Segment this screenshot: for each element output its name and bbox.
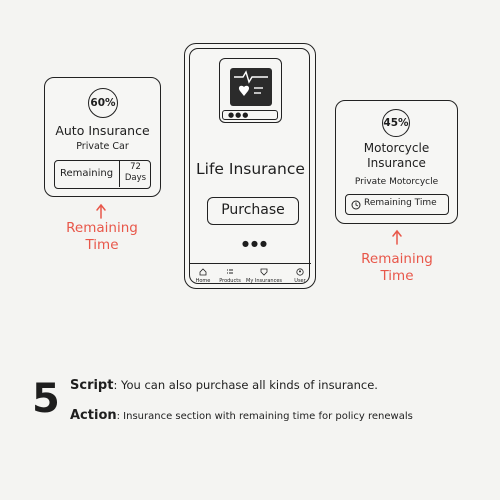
- laptop-illustration: ●●●: [219, 58, 282, 123]
- laptop-base: [222, 110, 278, 120]
- action-text: : Insurance section with remaining time …: [116, 411, 413, 422]
- auto-remaining-label: Remaining: [60, 168, 114, 179]
- phone-inner-screen: ●●● Life Insurance Purchase ●●● Home Pro…: [189, 48, 311, 286]
- auto-remaining-box: Remaining 72 Days: [54, 160, 151, 189]
- script-text: : You can also purchase all kinds of ins…: [113, 378, 378, 392]
- phone-mockup: ●●● Life Insurance Purchase ●●● Home Pro…: [184, 43, 316, 289]
- moto-percent-text: 45%: [383, 117, 409, 129]
- action-line: Action: Insurance section with remaining…: [70, 408, 413, 423]
- nav-item-home[interactable]: Home: [183, 268, 223, 284]
- nav-label-home: Home: [195, 278, 211, 284]
- moto-annotation-line2: Time: [380, 268, 414, 284]
- nav-label-products: Products: [219, 278, 241, 284]
- home-icon: [199, 268, 207, 276]
- nav-label-user: User: [294, 278, 306, 284]
- auto-annotation: Remaining Time: [52, 220, 152, 254]
- auto-days-unit: Days: [124, 173, 147, 183]
- bottom-nav: Home Products My Insurances User: [190, 263, 311, 286]
- auto-annotation-line1: Remaining: [66, 220, 138, 236]
- purchase-button[interactable]: Purchase: [207, 197, 299, 225]
- nav-item-user[interactable]: User: [280, 268, 320, 284]
- user-icon: [296, 268, 304, 276]
- more-dots-icon: ●●●: [242, 239, 269, 248]
- laptop-dots: ●●●: [228, 111, 250, 119]
- auto-remaining-divider: [119, 161, 121, 187]
- auto-annotation-arrow: [96, 203, 106, 219]
- script-line: Script: You can also purchase all kinds …: [70, 378, 378, 393]
- shield-icon: [260, 268, 268, 276]
- nav-label-my-insurances: My Insurances: [246, 278, 282, 284]
- auto-days-value: 72 Days: [120, 162, 151, 184]
- moto-remaining-box: Remaining Time: [345, 194, 449, 215]
- heartbeat-heart-icon: [234, 70, 268, 96]
- moto-title: Motorcycle Insurance: [336, 141, 457, 171]
- auto-title: Auto Insurance: [55, 123, 150, 138]
- script-label: Script: [70, 378, 114, 393]
- auto-days-number: 72: [130, 162, 141, 172]
- auto-subtitle: Private Car: [76, 141, 129, 152]
- phone-title: Life Insurance: [196, 160, 305, 178]
- moto-title-line1: Motorcycle: [363, 141, 430, 155]
- step-number: 5: [32, 376, 60, 422]
- action-label: Action: [70, 408, 117, 423]
- laptop-screen-icon: [230, 68, 272, 106]
- list-icon: [227, 269, 233, 274]
- moto-annotation-arrow: [392, 229, 402, 245]
- auto-percent-text: 60%: [90, 97, 116, 109]
- moto-annotation: Remaining Time: [347, 251, 447, 285]
- nav-item-products[interactable]: Products: [210, 268, 250, 284]
- moto-annotation-line1: Remaining: [361, 251, 433, 267]
- auto-annotation-line2: Time: [85, 237, 119, 253]
- clock-icon: [351, 200, 361, 209]
- nav-item-my-insurances[interactable]: My Insurances: [244, 268, 284, 284]
- motorcycle-insurance-card[interactable]: 45% Motorcycle Insurance Private Motorcy…: [335, 100, 458, 224]
- auto-percent-badge: 60%: [88, 88, 118, 118]
- auto-insurance-card[interactable]: 60% Auto Insurance Private Car Remaining…: [44, 77, 161, 197]
- moto-subtitle: Private Motorcycle: [354, 177, 439, 187]
- moto-remaining-label: Remaining Time: [364, 198, 437, 208]
- moto-percent-badge: 45%: [382, 109, 410, 137]
- moto-title-line2: Insurance: [367, 156, 426, 170]
